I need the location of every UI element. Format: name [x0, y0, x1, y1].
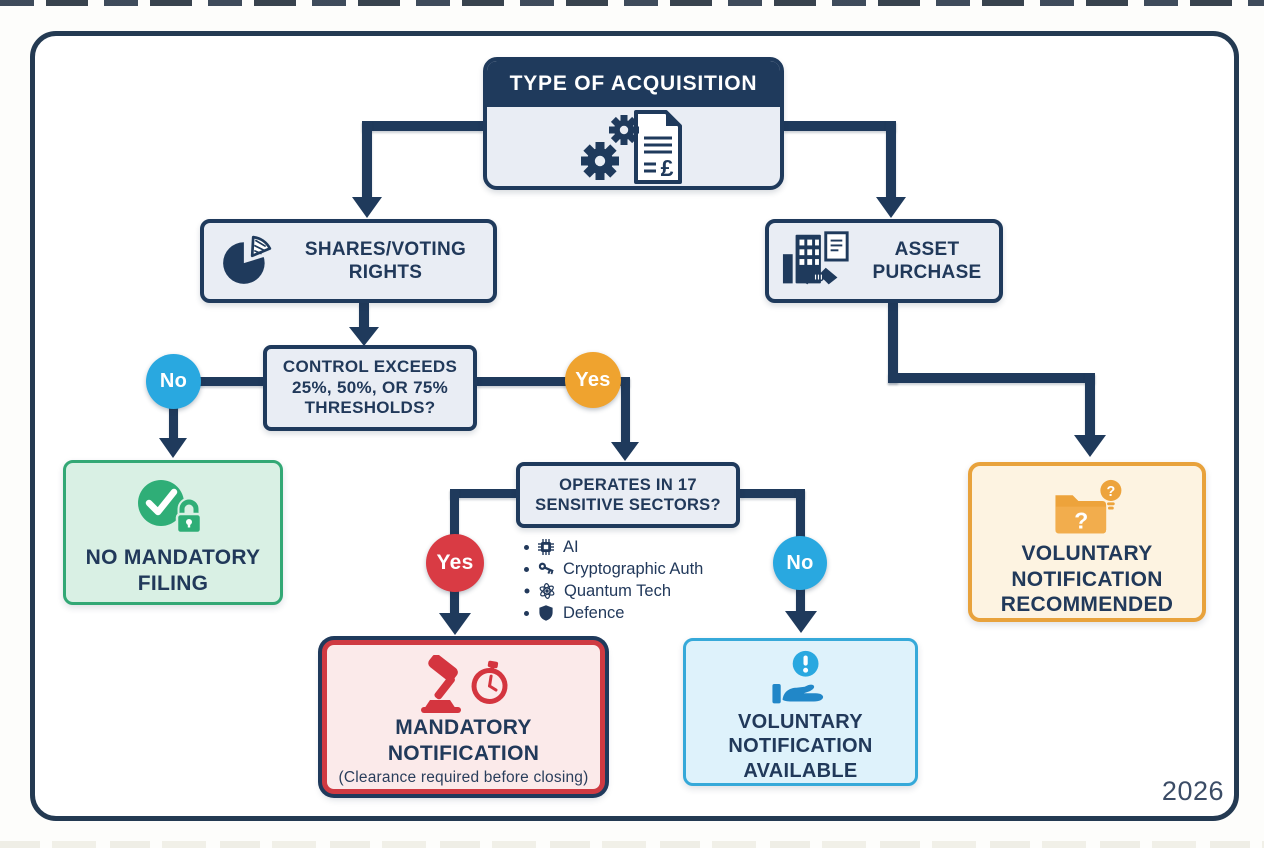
connector-shares-control [359, 303, 369, 329]
arrowhead-to-sectors [611, 442, 639, 461]
list-item-quantum: Quantum Tech [524, 580, 756, 602]
root-node-type-of-acquisition: TYPE OF ACQUISITION £ [483, 57, 784, 190]
voluntary-available-label: VOLUNTARY NOTIFICATION AVAILABLE [728, 710, 873, 782]
control-no-badge: No [146, 354, 201, 409]
shares-voting-rights-node: SHARES/VOTING RIGHTS [200, 219, 497, 303]
chip-icon [538, 539, 554, 555]
root-node-body: £ [487, 107, 780, 186]
year-label: 2026 [1161, 776, 1224, 806]
root-node-title: TYPE OF ACQUISITION [487, 61, 780, 107]
no-mandatory-filing-node: NO MANDATORY FILING [63, 460, 283, 605]
arrowhead-to-voluntary-available [785, 611, 817, 633]
voluntary-recommended-label: VOLUNTARY NOTIFICATION RECOMMENDED [1000, 542, 1174, 617]
gavel-stopwatch-icon [420, 655, 508, 713]
shield-icon [539, 605, 553, 621]
sector-label: Defence [563, 603, 625, 622]
building-handshake-icon [782, 231, 849, 285]
bullet-dot [524, 544, 529, 550]
arrowhead-to-shares [352, 197, 382, 218]
cropped-text-marks-bottom [0, 841, 1264, 848]
connector-control-yes-v [621, 377, 630, 444]
svg-text:?: ? [1074, 508, 1088, 534]
arrowhead-to-no-filing [159, 438, 187, 458]
connector-root-left-v [362, 121, 372, 198]
sector-label: Quantum Tech [564, 581, 672, 600]
arrowhead-to-control [349, 327, 379, 346]
check-lock-icon [138, 480, 203, 535]
sectors-yes-badge: Yes [426, 534, 484, 592]
hand-alert-icon [771, 650, 823, 704]
cropped-text-marks-top [0, 0, 1264, 6]
bullet-dot [524, 566, 529, 572]
voluntary-notification-recommended-node: ? ? VOLUNTARY NOTIFICATION RECOMMENDED [968, 462, 1206, 622]
arrowhead-to-mandatory [439, 613, 471, 635]
control-node-label: CONTROL EXCEEDS 25%, 50%, OR 75% THRESHO… [282, 356, 458, 418]
asset-node-label: ASSET PURCHASE [872, 238, 982, 283]
voluntary-notification-available-node: VOLUNTARY NOTIFICATION AVAILABLE [683, 638, 918, 786]
list-item-ai: AI [524, 536, 756, 558]
sector-label: AI [563, 537, 579, 556]
sectors-no-badge: No [773, 536, 827, 590]
connector-control-no-v [169, 406, 178, 440]
control-threshold-node: CONTROL EXCEEDS 25%, 50%, OR 75% THRESHO… [263, 345, 477, 431]
arrowhead-to-voluntary-recommended [1074, 435, 1106, 457]
key-icon [538, 562, 554, 575]
sectors-node-label: OPERATES IN 17 SENSITIVE SECTORS? [535, 475, 721, 514]
connector-root-right-h [784, 121, 896, 131]
mandatory-note: (Clearance required before closing) [338, 769, 589, 787]
bullet-dot [524, 588, 530, 594]
gears-document-icon: £ [580, 109, 682, 184]
connector-root-left-h [362, 121, 483, 131]
svg-text:£: £ [660, 155, 673, 181]
connector-asset-h [888, 373, 1095, 383]
folder-question-icon: ? ? [1055, 479, 1122, 534]
sensitive-sector-list: AI Cryptographic Auth [524, 536, 756, 624]
connector-root-right-v [886, 121, 896, 198]
sector-label: Cryptographic Auth [563, 559, 704, 578]
connector-sectors-yes-h [450, 489, 517, 498]
shares-node-label: SHARES/VOTING RIGHTS [304, 238, 467, 283]
connector-control-no-h [176, 377, 264, 386]
svg-text:?: ? [1107, 484, 1116, 500]
connector-control-yes-h [477, 377, 630, 386]
connector-asset-v1 [888, 303, 898, 383]
mandatory-notification-node: MANDATORY NOTIFICATION (Clearance requir… [322, 640, 605, 794]
atom-icon [539, 583, 555, 599]
asset-purchase-node: ASSET PURCHASE [765, 219, 1003, 303]
mandatory-label: MANDATORY NOTIFICATION [387, 716, 540, 765]
list-item-defence: Defence [524, 602, 756, 624]
bullet-dot [524, 610, 529, 616]
no-filing-label: NO MANDATORY FILING [85, 546, 261, 595]
arrowhead-to-asset [876, 197, 906, 218]
list-item-crypto: Cryptographic Auth [524, 558, 756, 580]
connector-asset-v2 [1085, 373, 1095, 437]
pie-chart-icon [223, 235, 272, 284]
control-yes-badge: Yes [565, 352, 621, 408]
sensitive-sectors-node: OPERATES IN 17 SENSITIVE SECTORS? [516, 462, 740, 528]
connector-sectors-no-h [740, 489, 805, 498]
